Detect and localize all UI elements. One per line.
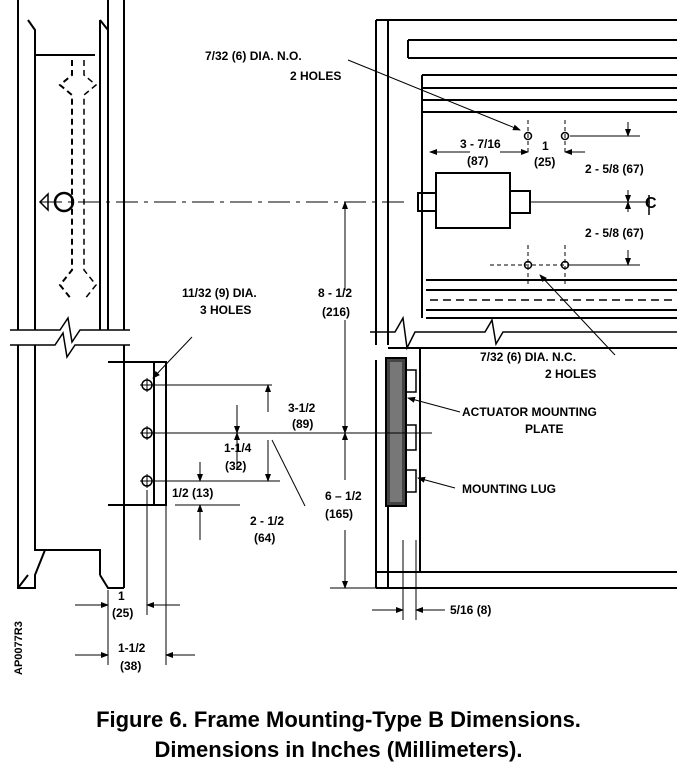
dim-165: (165)	[325, 507, 353, 521]
damper-break	[370, 315, 677, 351]
channel-dashed-zigzag	[58, 60, 73, 301]
actuator-plate-label-2: PLATE	[525, 422, 563, 436]
dim-64: (64)	[254, 531, 275, 545]
dim-87: (87)	[467, 154, 488, 168]
dim-1-top: 1	[542, 139, 549, 153]
holes-3-label: 3 HOLES	[200, 303, 251, 317]
dim-38: (38)	[120, 659, 141, 673]
dim-3-7-16: 3 - 7/16	[460, 137, 501, 151]
nc-holes	[490, 245, 630, 285]
dim-25-top: (25)	[534, 155, 555, 169]
dimension-lines	[75, 122, 640, 665]
dim-8-1-2: 8 - 1/2	[318, 286, 352, 300]
dim-1-1-4: 1-1/4	[224, 441, 252, 455]
actuator-shaft	[417, 172, 531, 229]
dim-6-1-2: 6 – 1/2	[325, 489, 362, 503]
damper-frame	[375, 19, 677, 589]
dim-2-1-2: 2 - 1/2	[250, 514, 284, 528]
centerline-symbol: C	[645, 195, 657, 212]
frame-mounting-diagram: 7/32 (6) DIA. N.O. 2 HOLES 3 - 7/16 (87)…	[10, 0, 677, 675]
dim-5-16: 5/16 (8)	[450, 603, 491, 617]
nc-holes-count-label: 2 HOLES	[545, 367, 596, 381]
dim-2-5-8-upper: 2 - 5/8 (67)	[585, 162, 644, 176]
channel-frame	[17, 0, 125, 589]
actuator-plate-label-1: ACTUATOR MOUNTING	[462, 405, 597, 419]
no-holes	[523, 131, 570, 141]
nc-holes-dia-label: 7/32 (6) DIA. N.C.	[480, 350, 576, 364]
dim-89: (89)	[292, 417, 313, 431]
figure-caption-line-1: Figure 6. Frame Mounting-Type B Dimensio…	[96, 707, 581, 732]
dim-216: (216)	[322, 305, 350, 319]
dim-1-bottom: 1	[118, 589, 125, 603]
dim-32: (32)	[225, 459, 246, 473]
dim-25-bottom: (25)	[112, 606, 133, 620]
mounting-lug-label: MOUNTING LUG	[462, 482, 556, 496]
figure-caption-line-2: Dimensions in Inches (Millimeters).	[154, 737, 523, 762]
actuator-mounting-plate	[385, 357, 417, 507]
leader-lines	[152, 59, 616, 489]
dim-3-1-2: 3-1/2	[288, 401, 316, 415]
reference-code: AP0077R3	[13, 621, 25, 675]
no-holes-count-label: 2 HOLES	[290, 69, 341, 83]
dim-half: 1/2 (13)	[172, 486, 213, 500]
holes-11-32-dia-label: 11/32 (9) DIA.	[182, 286, 257, 300]
plate-holes	[140, 378, 154, 488]
dim-1-1-2: 1-1/2	[118, 641, 146, 655]
dim-2-5-8-lower: 2 - 5/8 (67)	[585, 226, 644, 240]
channel-break	[10, 316, 130, 344]
no-holes-dia-label: 7/32 (6) DIA. N.O.	[205, 49, 302, 63]
